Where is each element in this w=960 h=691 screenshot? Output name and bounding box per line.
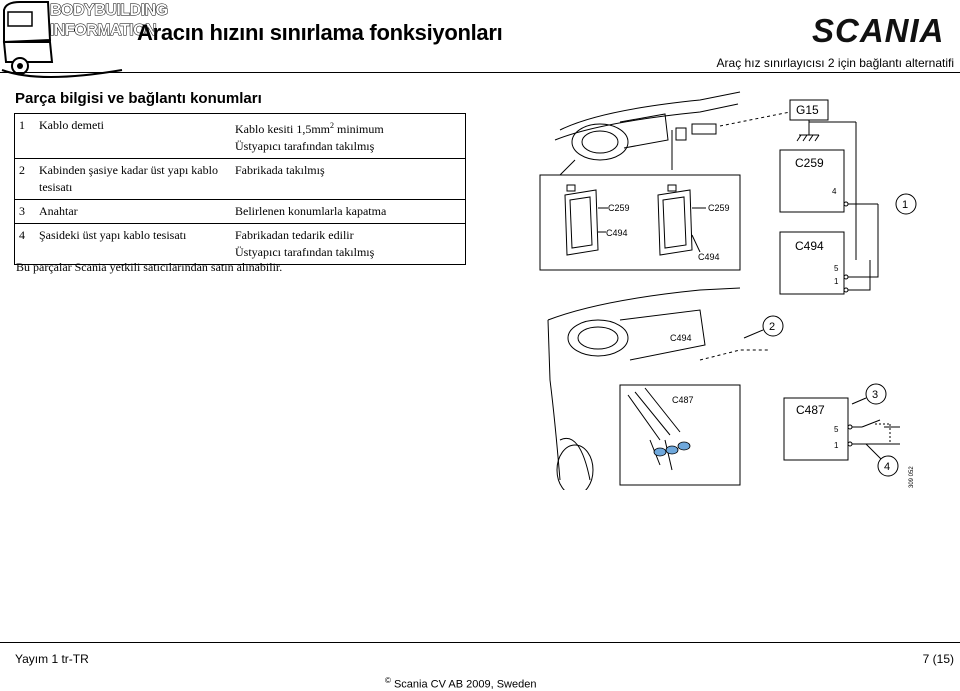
callout-3: 3 bbox=[872, 389, 878, 401]
callout-1: 1 bbox=[902, 199, 908, 211]
label-c494: C494 bbox=[606, 228, 628, 238]
table-row: 2 Kabinden şasiye kadar üst yapı kablo t… bbox=[14, 158, 466, 200]
part-description: Kablo kesiti 1,5mm2 minimum Üstyapıcı ta… bbox=[231, 113, 466, 159]
logo-line2: INFORMATION bbox=[49, 22, 157, 40]
label-c259: C259 bbox=[608, 203, 630, 213]
section-title: Parça bilgisi ve bağlantı konumları bbox=[15, 90, 262, 107]
part-number: 3 bbox=[14, 199, 35, 224]
callout-2: 2 bbox=[769, 321, 775, 333]
parts-table: 1 Kablo demeti Kablo kesiti 1,5mm2 minim… bbox=[14, 113, 466, 265]
part-number: 2 bbox=[14, 158, 35, 200]
copyright-symbol: © bbox=[385, 676, 391, 685]
pin-label: 4 bbox=[832, 187, 837, 196]
part-name: Şasideki üst yapı kablo tesisatı bbox=[35, 223, 231, 265]
label-c487: C487 bbox=[672, 395, 694, 405]
label-c494: C494 bbox=[698, 252, 720, 262]
table-row: 1 Kablo demeti Kablo kesiti 1,5mm2 minim… bbox=[14, 113, 466, 159]
logo-line1: BODYBUILDING bbox=[50, 2, 169, 20]
label-c494-box: C494 bbox=[795, 239, 824, 253]
purchase-note: Bu parçalar Scania yetkili satıcılarında… bbox=[16, 260, 283, 274]
header-divider bbox=[0, 72, 960, 73]
truck-logo-icon bbox=[1, 1, 123, 78]
wiring-diagram: C259 C494 C259 C494 G15 C259 C494 C494 C… bbox=[539, 91, 917, 490]
table-row: 3 Anahtar Belirlenen konumlarla kapatma bbox=[14, 199, 466, 224]
pin-label: 5 bbox=[834, 264, 839, 273]
part-name: Kablo demeti bbox=[35, 113, 231, 159]
callout-4: 4 bbox=[884, 461, 890, 473]
part-name: Anahtar bbox=[35, 199, 231, 224]
part-description: Fabrikadan tedarik edilir Üstyapıcı tara… bbox=[231, 223, 466, 265]
page-title: Aracın hızını sınırlama fonksiyonları bbox=[137, 20, 503, 45]
page-number: 7 (15) bbox=[922, 652, 954, 666]
part-number: 1 bbox=[14, 113, 35, 159]
issue-label: Yayım 1 tr-TR bbox=[15, 652, 89, 666]
figure-id: 309 052 bbox=[909, 466, 915, 488]
copyright-text: Scania CV AB 2009, Sweden bbox=[393, 678, 537, 691]
part-number: 4 bbox=[14, 223, 35, 265]
part-description: Belirlenen konumlarla kapatma bbox=[231, 199, 466, 224]
part-description: Fabrikada takılmış bbox=[231, 158, 466, 200]
label-c259-box: C259 bbox=[795, 156, 824, 170]
label-g15: G15 bbox=[796, 103, 819, 117]
part-name: Kabinden şasiye kadar üst yapı kablo tes… bbox=[35, 158, 231, 200]
label-c259: C259 bbox=[708, 203, 730, 213]
bodybuilding-logo: BODYBUILDING INFORMATION bbox=[0, 0, 169, 80]
pin-label: 1 bbox=[834, 441, 839, 450]
scania-logo: SCANIA bbox=[812, 12, 945, 49]
page-subtitle: Araç hız sınırlayıcısı 2 için bağlantı a… bbox=[716, 56, 954, 70]
pin-label: 5 bbox=[834, 425, 839, 434]
label-c487-box: C487 bbox=[796, 403, 825, 417]
footer-divider bbox=[0, 642, 960, 643]
copyright: © Scania CV AB 2009, Sweden bbox=[385, 676, 536, 691]
label-c494: C494 bbox=[670, 333, 692, 343]
pin-label: 1 bbox=[834, 277, 839, 286]
table-row: 4 Şasideki üst yapı kablo tesisatı Fabri… bbox=[14, 223, 466, 265]
